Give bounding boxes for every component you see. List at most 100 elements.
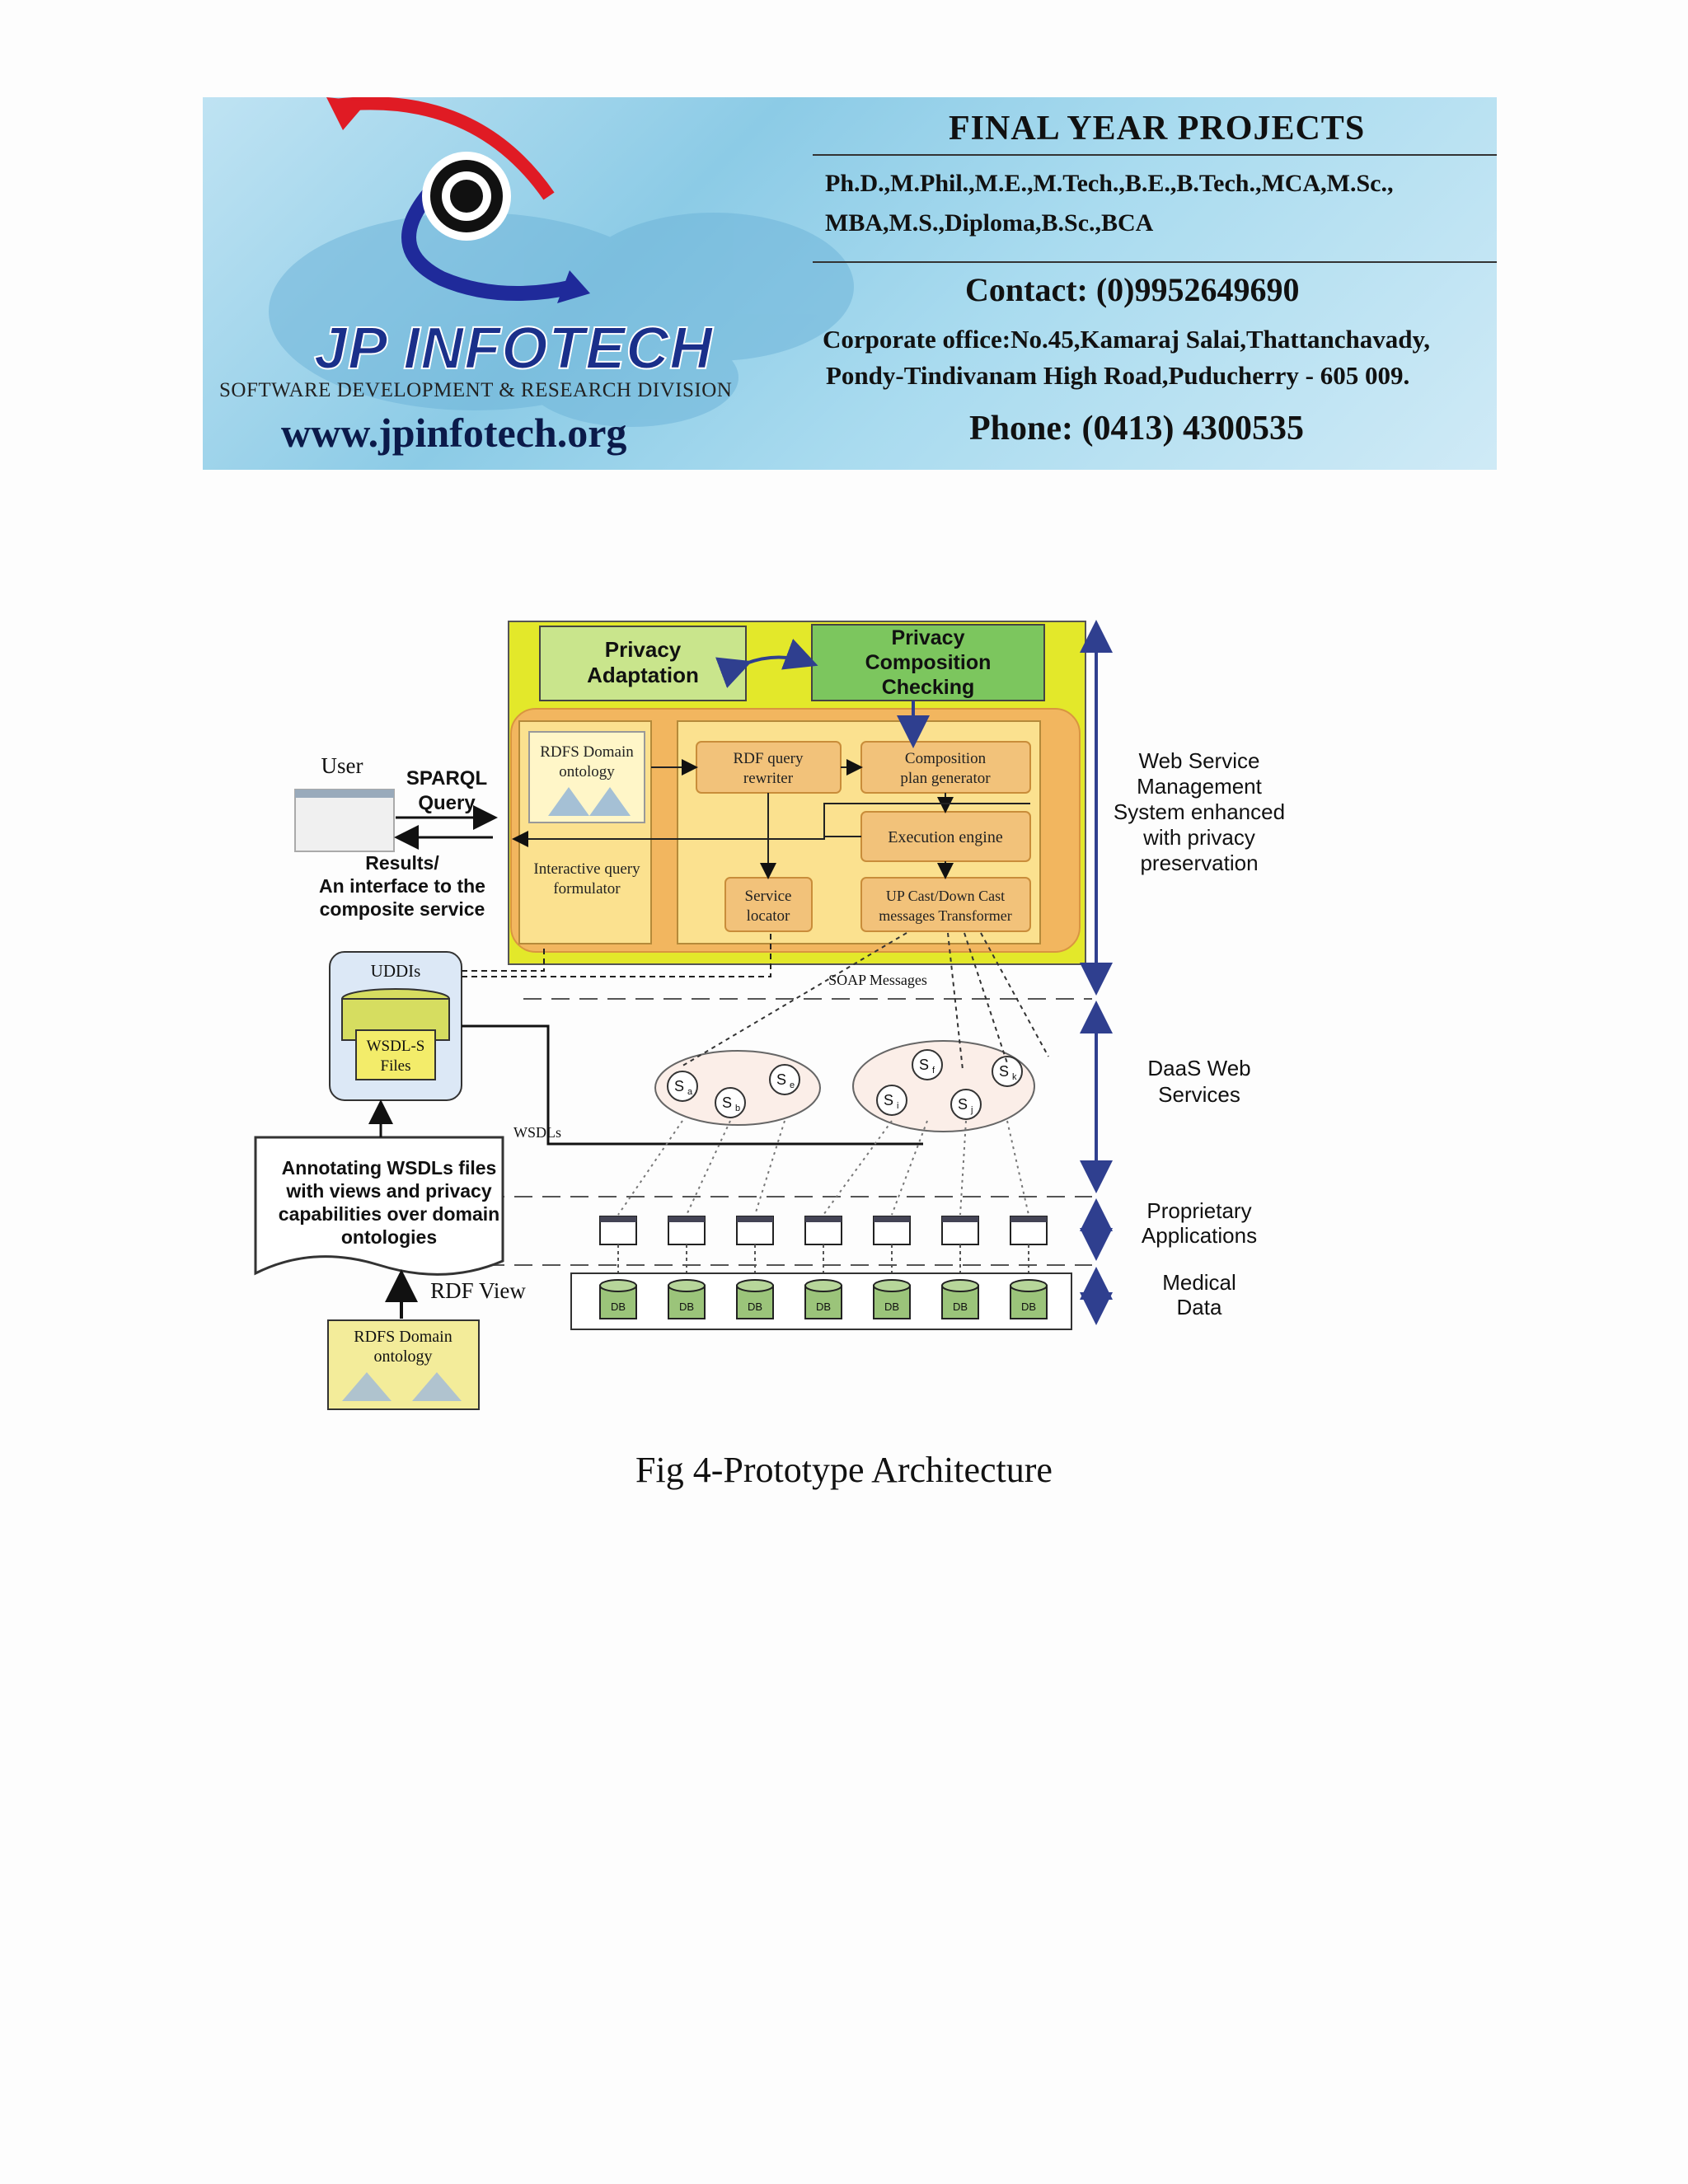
results-label-3: composite service [320, 898, 485, 920]
user-label: User [321, 753, 363, 778]
service-circle [912, 1049, 943, 1080]
layer-daas-label-1: DaaS Web [1147, 1056, 1250, 1080]
service-circle [667, 1071, 698, 1102]
service-subscript: b [735, 1104, 740, 1113]
privacy-composition-label-3: Checking [882, 676, 975, 699]
wsdl-s-files-box [355, 1029, 436, 1080]
figure-caption: Fig 4-Prototype Architecture [635, 1450, 1053, 1490]
service-label: S [776, 1071, 786, 1088]
logo-subtitle: SOFTWARE DEVELOPMENT & RESEARCH DIVISION [219, 379, 733, 401]
sparql-query-label-2: Query [418, 792, 476, 814]
uddi-label: UDDIs [371, 961, 421, 981]
annotating-label-1: Annotating WSDLs files [282, 1157, 497, 1179]
adaptation-composition-arrow [715, 639, 818, 688]
service-app-links [617, 1120, 1029, 1216]
up-down-cast-label-2: messages Transformer [879, 907, 1011, 924]
user-screen-titlebar [295, 790, 394, 798]
annotating-document-shape [254, 1136, 504, 1276]
wsdls-label: WSDLs [513, 1124, 561, 1141]
interactive-query-formulator-label-1: Interactive query [533, 860, 640, 878]
rdfs-domain-ontology-label-1: RDFS Domain [540, 743, 634, 761]
composition-plan-generator-label-2: plan generator [900, 770, 991, 787]
service-subscript: e [790, 1080, 795, 1090]
banner-address-line2: Pondy-Tindivanam High Road,Puducherry - … [826, 361, 1410, 390]
privacy-composition-label-2: Composition [865, 651, 992, 674]
rdfs-domain-ontology-box [528, 731, 645, 823]
service-subscript: i [897, 1101, 898, 1111]
world-map-graphic [269, 213, 854, 427]
db-label: DB [1021, 1301, 1036, 1313]
db-label: DB [611, 1301, 626, 1313]
application-icon [668, 1216, 706, 1282]
service-subscript: a [687, 1087, 693, 1097]
banner-address-line1: Corporate office:No.45,Kamaraj Salai,Tha… [823, 325, 1431, 354]
service-label: S [999, 1063, 1009, 1080]
annotating-label-3: capabilities over domain [279, 1203, 499, 1225]
banner-qualifications-line1: Ph.D.,M.Phil.,M.E.,M.Tech.,B.E.,B.Tech.,… [825, 170, 1394, 197]
db-cylinder-icon: DB [736, 1279, 774, 1319]
internal-arrows [512, 759, 1030, 879]
service-circle [769, 1064, 800, 1095]
ontology-tree-icon [548, 787, 631, 816]
layer-web-service-label-1: Web Service [1139, 748, 1260, 773]
db-label: DB [953, 1301, 968, 1313]
service-subscript: k [1012, 1072, 1017, 1082]
uddi-dashed-link [462, 948, 545, 972]
rdf-query-rewriter-label-1: RDF query [734, 750, 804, 767]
logo-name: JP INFOTECH [313, 315, 714, 382]
website-link[interactable]: www.jpinfotech.org [281, 410, 627, 456]
banner-qualifications-line2: MBA,M.S.,Diploma,B.Sc.,BCA [825, 209, 1154, 237]
layer-proprietary-label-1: Proprietary [1146, 1198, 1251, 1223]
rdfs-domain-ontology-bottom-label-1: RDFS Domain [354, 1328, 452, 1346]
jp-infotech-logo-icon [326, 97, 590, 303]
soap-dashed-links [679, 932, 1049, 1071]
layer-web-service-label-4: with privacy [1142, 825, 1255, 850]
privacy-adaptation-box [539, 626, 747, 701]
privacy-adaptation-label-2: Adaptation [587, 663, 699, 687]
layer-daas-label-2: Services [1158, 1082, 1240, 1107]
service-label: S [722, 1094, 732, 1111]
layer-medical-label-2: Data [1177, 1295, 1222, 1319]
interactive-query-formulator-label-2: formulator [553, 880, 621, 898]
layer-medical-label-1: Medical [1162, 1270, 1236, 1295]
banner-title: FINAL YEAR PROJECTS [949, 110, 1366, 148]
db-cylinder-icon: DB [873, 1279, 911, 1319]
layer-separators [486, 998, 1092, 1266]
db-cylinder-icon: DB [941, 1279, 979, 1319]
sparql-query-label-1: SPARQL [406, 767, 487, 790]
application-icon [941, 1216, 979, 1282]
layer-web-service-label-3: System enhanced [1114, 799, 1285, 824]
banner-phone: Phone: (0413) 4300535 [969, 410, 1304, 448]
application-icon [804, 1216, 842, 1282]
service-locator-uddi-link [462, 931, 771, 977]
wsdl-s-files-label-2: Files [381, 1057, 411, 1075]
db-cylinder-icon: DB [599, 1279, 637, 1319]
service-locator-label-2: locator [747, 907, 790, 925]
results-label-1: Results/ [365, 852, 439, 874]
service-circle [876, 1085, 907, 1116]
wsdls-connector [462, 1024, 923, 1146]
banner-contact: Contact: (0)9952649690 [965, 271, 1300, 308]
rdf-view-label: RDF View [430, 1278, 526, 1303]
application-icon [1010, 1216, 1048, 1282]
service-subscript: j [970, 1105, 973, 1115]
rdfs-domain-ontology-label-2: ontology [559, 763, 615, 780]
proprietary-app-icons [599, 1216, 1048, 1282]
db-cylinder-icon: DB [1010, 1279, 1048, 1319]
annotating-label-2: with views and privacy [285, 1180, 491, 1202]
service-circle [715, 1087, 746, 1118]
rdf-query-rewriter-label-2: rewriter [743, 770, 794, 787]
application-icon [736, 1216, 774, 1282]
annotating-label-4: ontologies [341, 1226, 437, 1248]
db-label: DB [748, 1301, 762, 1313]
execution-engine-label: Execution engine [888, 828, 1003, 846]
